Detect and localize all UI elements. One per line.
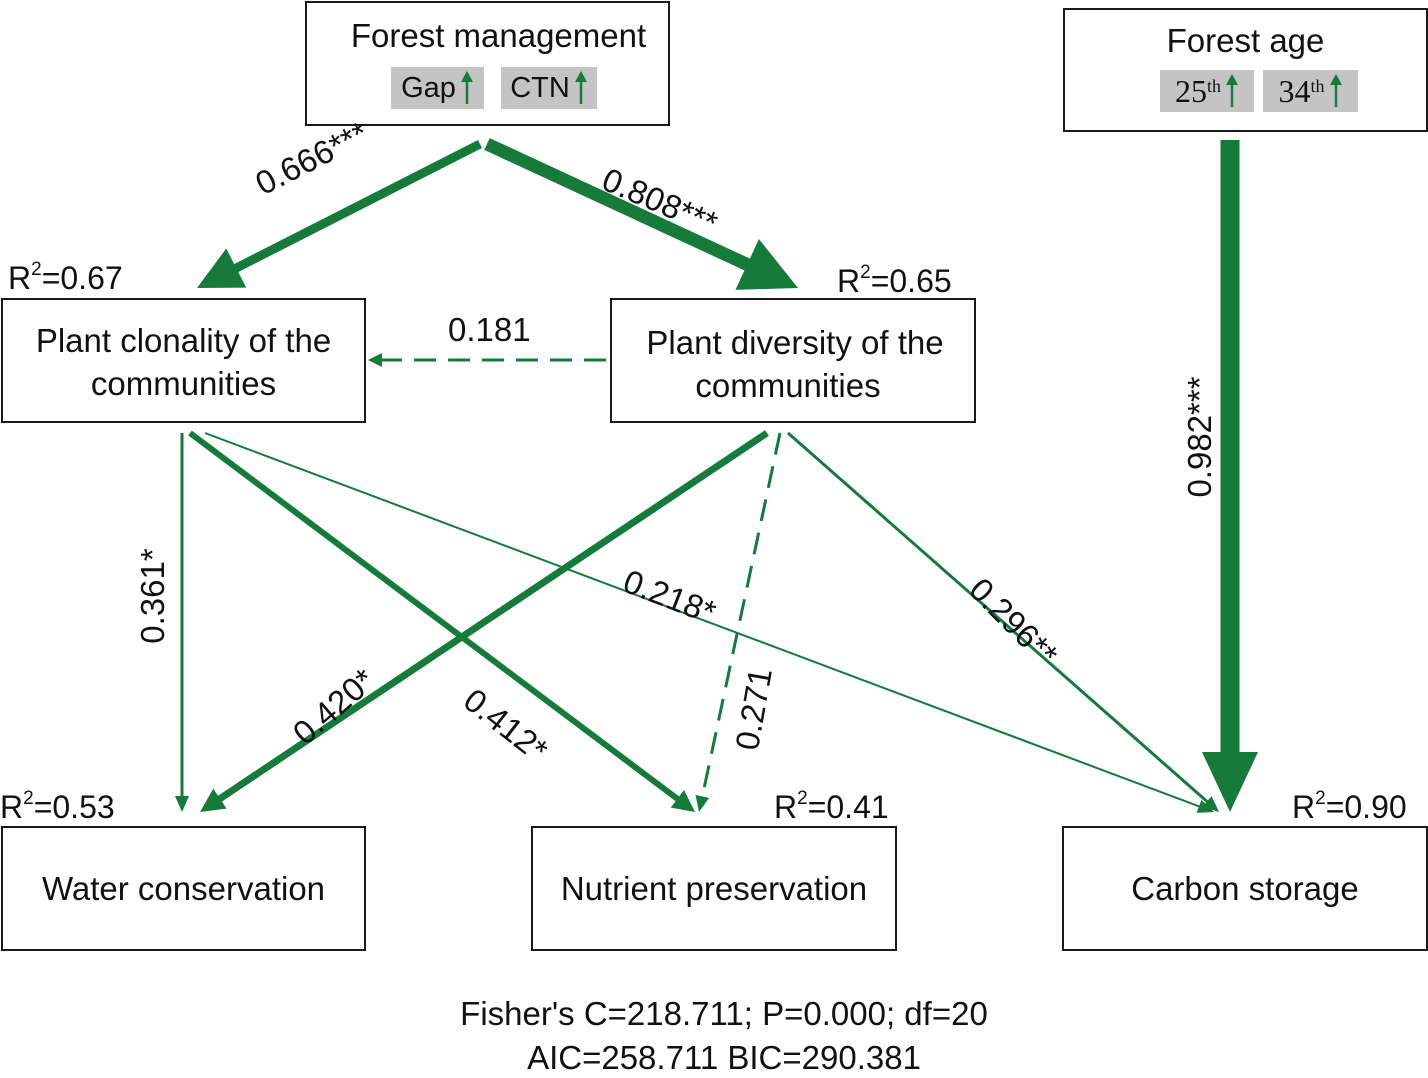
plant-clonality-box: Plant clonality of the communities	[1, 298, 366, 423]
path-diversity-carbon-arrow	[787, 431, 1219, 812]
forest-age-box: Forest age 25th 34th	[1063, 8, 1428, 132]
path-clonality-nutrient-arrow	[188, 430, 695, 812]
path-line	[700, 432, 782, 799]
path-fm-clonality-arrow	[197, 139, 483, 288]
plant-diversity-line2: communities	[695, 367, 881, 404]
ctn-chip: CTN	[501, 67, 597, 109]
path-line	[188, 430, 681, 803]
path-line	[204, 432, 1202, 809]
path-label-diversity-clonality: 0.181	[448, 311, 531, 348]
forest-age-title: Forest age	[1166, 22, 1325, 59]
model-fit-line1: Fisher's C=218.711; P=0.000; df=20	[460, 995, 988, 1032]
arrowhead-icon	[200, 788, 227, 812]
path-diversity-clonality-arrow	[368, 353, 606, 367]
nutrient-r2: R2=0.41	[774, 788, 889, 825]
arrowhead-icon	[1202, 796, 1219, 812]
forest-management-title: Forest management	[350, 17, 647, 54]
diversity-r2: R2=0.65	[837, 262, 952, 299]
path-label-age-carbon: 0.982***	[1181, 376, 1218, 498]
water-conservation-box: Water conservation	[1, 826, 366, 951]
age-25th-chip: 25th	[1160, 70, 1254, 112]
path-fm-diversity-arrow	[484, 138, 798, 290]
increase-arrow-icon	[574, 71, 587, 104]
path-line	[232, 139, 483, 273]
carbon-storage-box: Carbon storage	[1062, 826, 1428, 951]
plant-clonality-line2: communities	[90, 365, 277, 402]
path-label-clonality-water: 0.361*	[134, 548, 171, 644]
arrowhead-icon	[1202, 752, 1258, 812]
model-fit-line2: AIC=258.711 BIC=290.381	[527, 1039, 921, 1076]
nutrient-preservation-title: Nutrient preservation	[560, 870, 868, 907]
path-line	[216, 430, 769, 803]
path-age-carbon-arrow	[1202, 140, 1258, 812]
carbon-storage-title: Carbon storage	[1131, 870, 1359, 907]
arrowhead-icon	[368, 353, 382, 367]
water-r2: R2=0.53	[0, 788, 115, 825]
arrowhead-icon	[197, 248, 247, 288]
age-34th-chip: 34th	[1263, 70, 1358, 112]
carbon-r2: R2=0.90	[1292, 788, 1407, 825]
nutrient-preservation-box: Nutrient preservation	[531, 826, 897, 951]
increase-arrow-icon	[460, 71, 473, 104]
plant-diversity-box: Plant diversity of the communities	[610, 298, 976, 423]
arrowhead-icon	[695, 794, 710, 812]
path-line	[787, 431, 1210, 804]
age-34th-label: 34th	[1278, 72, 1325, 109]
gap-label: Gap	[401, 71, 456, 104]
increase-arrow-icon	[1226, 74, 1238, 107]
plant-clonality-line1: Plant clonality of the	[35, 322, 332, 359]
clonality-r2: R2=0.67	[8, 259, 123, 296]
arrowhead-icon	[175, 796, 189, 812]
path-diversity-nutrient-arrow	[695, 432, 782, 812]
plant-diversity-line1: Plant diversity of the	[646, 324, 944, 361]
path-line	[484, 138, 752, 272]
path-diversity-water-arrow	[200, 430, 769, 812]
arrowhead-icon	[735, 239, 798, 290]
path-clonality-water-arrow	[175, 433, 189, 812]
gap-chip: Gap	[391, 67, 484, 109]
increase-arrow-icon	[1329, 74, 1342, 107]
forest-management-box: Forest management Gap CTN	[305, 1, 670, 126]
age-25th-label: 25th	[1174, 72, 1221, 109]
ctn-label: CTN	[510, 71, 570, 104]
water-conservation-title: Water conservation	[41, 870, 326, 907]
arrowhead-icon	[670, 789, 695, 812]
